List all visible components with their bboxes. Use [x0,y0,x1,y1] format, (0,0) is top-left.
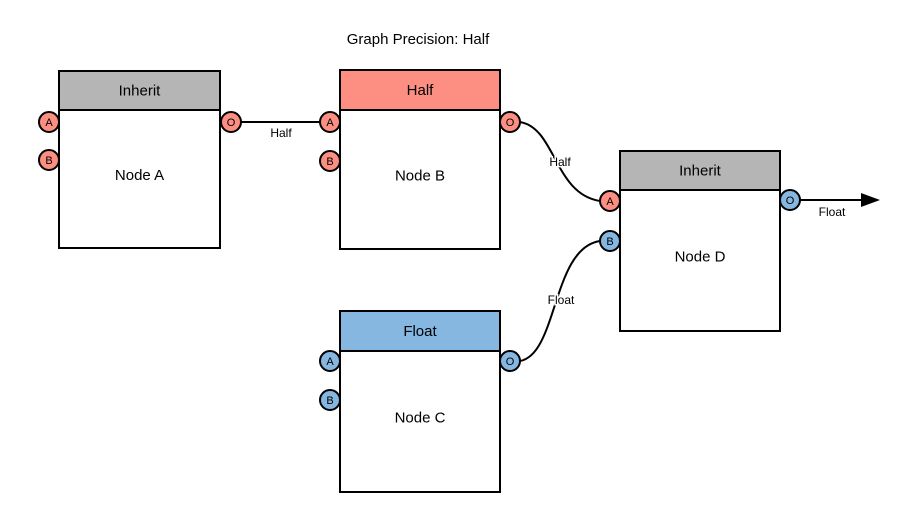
node-d-body [619,189,781,332]
node-d-port-B: B [599,230,621,252]
edge-b-out-to-d-a: Half [519,121,601,202]
node-d-port-label-O: O [786,195,795,207]
node-c-port-label-O: O [506,356,515,368]
node-d-port-label-B: B [606,236,613,248]
node-b-port-O: O [499,111,521,133]
edge-line-c-out-to-d-b [519,240,601,362]
node-c-body [339,350,501,493]
node-c-header [339,310,501,352]
node-d-port-A: A [599,190,621,212]
edge-a-out-to-b-a: Half [241,121,320,142]
node-d-port-circle-B [599,230,621,252]
node-d-port-circle-O [779,189,801,211]
edge-d-out-arrow: Float [800,193,880,221]
node-a-header [58,70,221,111]
node-d-label: Node D [675,249,726,266]
node-c-port-label-B: B [326,395,333,407]
node-b-port-circle-B [319,150,341,172]
diagram-title: Graph Precision: Half [347,31,490,48]
node-d-port-O: O [779,189,801,211]
node-a-port-label-A: A [45,117,53,129]
node-a-port-B: B [38,149,60,171]
node-d-header-label: Inherit [679,163,722,180]
node-c-port-circle-B [319,389,341,411]
edge-label-c-out-to-d-b: Float [548,293,575,307]
node-b-port-circle-O [499,111,521,133]
node-c-port-B: B [319,389,341,411]
node-b-header-label: Half [407,82,435,99]
node-c-header-label: Float [403,323,437,340]
node-b-port-B: B [319,150,341,172]
node-a-port-label-O: O [227,117,236,129]
node-c-port-O: O [499,350,521,372]
node-d-port-circle-A [599,190,621,212]
node-c-port-label-A: A [326,356,334,368]
edge-c-out-to-d-b: Float [519,240,601,362]
node-c-port-circle-A [319,350,341,372]
node-b-port-label-A: A [326,117,334,129]
node-b-port-A: A [319,111,341,133]
node-a-port-circle-B [38,149,60,171]
node-a-port-label-B: B [45,155,52,167]
node-a-label: Node A [115,167,164,184]
edge-label-d-out-arrow: Float [819,205,846,219]
node-c-label: Node C [395,410,446,427]
node-b-port-circle-A [319,111,341,133]
node-a-port-circle-O [220,111,242,133]
node-a-port-O: O [220,111,242,133]
node-b-port-label-O: O [506,117,515,129]
node-a-port-circle-A [38,111,60,133]
node-a-header-label: Inherit [119,83,162,100]
node-b-port-label-B: B [326,156,333,168]
node-c-port-circle-O [499,350,521,372]
edge-label-a-out-to-b-a: Half [270,126,292,140]
node-b-label: Node B [395,168,445,185]
node-b-header [339,69,501,111]
node-d-header [619,150,781,191]
node-d-port-label-A: A [606,196,614,208]
node-a-port-A: A [38,111,60,133]
edge-line-b-out-to-d-a [519,121,601,202]
node-a-body [58,109,221,249]
edge-label-b-out-to-d-a: Half [549,155,571,169]
node-c-port-A: A [319,350,341,372]
